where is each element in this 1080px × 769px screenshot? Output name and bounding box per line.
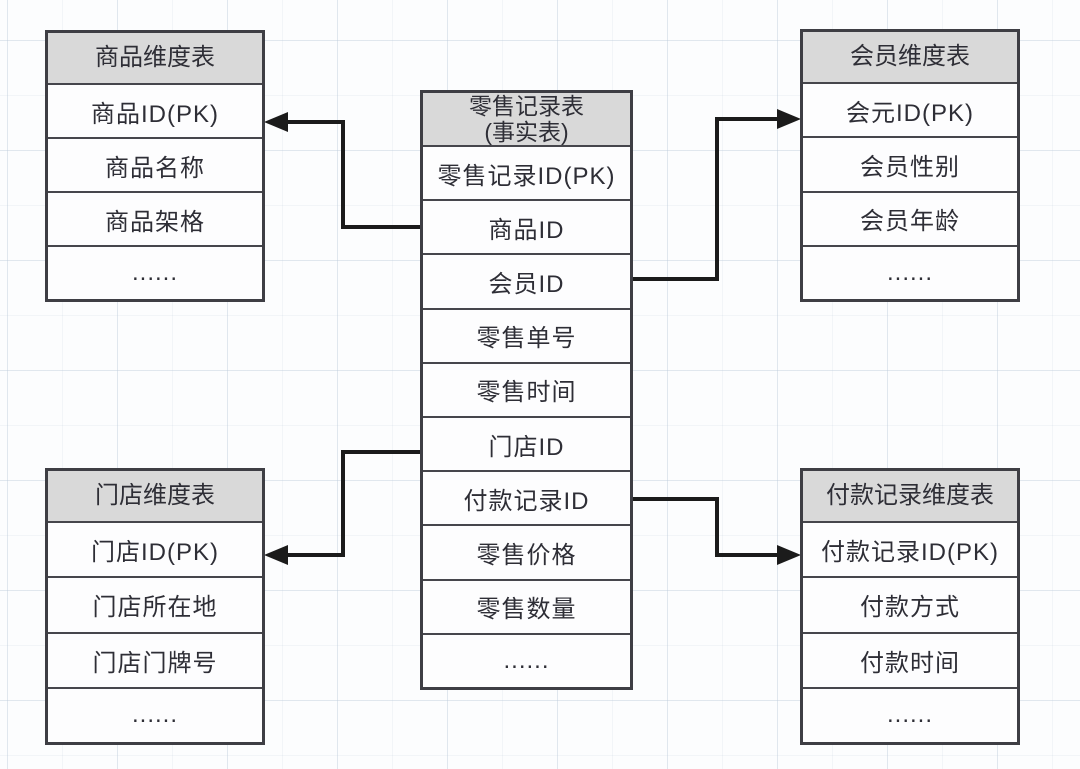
table-row: 商品名称 (48, 139, 262, 193)
table-row: 零售价格 (423, 526, 630, 581)
arrowhead-left-icon (264, 112, 288, 132)
table-row: ...... (886, 258, 933, 286)
arrowhead-right-icon (777, 545, 801, 565)
connector-member (633, 109, 801, 281)
connector-payment (633, 497, 801, 565)
table-row: 零售时间 (423, 364, 630, 419)
table-title: 门店维度表 (48, 471, 262, 523)
table-row: 商品架格 (48, 193, 262, 247)
table-title: 商品维度表 (48, 33, 262, 85)
table-rows: 会元ID(PK)会员性别会员年龄...... (803, 84, 1017, 299)
table-product-dimension: 商品维度表 商品ID(PK)商品名称商品架格...... (45, 30, 265, 302)
table-row: 商品ID(PK) (48, 85, 262, 139)
table-row: 付款记录ID (423, 472, 630, 527)
arrowhead-right-icon (777, 109, 801, 129)
table-row: 门店所在地 (48, 578, 262, 634)
table-row: 商品ID (423, 201, 630, 256)
table-row: 门店ID (423, 418, 630, 473)
table-rows: 付款记录ID(PK)付款方式付款时间...... (803, 523, 1017, 742)
table-row: 门店ID(PK) (48, 523, 262, 579)
table-row: 会员性别 (803, 138, 1017, 193)
table-row: ...... (503, 646, 550, 674)
table-row: ...... (886, 701, 933, 729)
table-row: 付款方式 (803, 578, 1017, 634)
connector-product (264, 112, 420, 229)
table-row: 付款时间 (803, 634, 1017, 689)
table-row: 会员年龄 (803, 193, 1017, 247)
table-rows: 门店ID(PK)门店所在地门店门牌号...... (48, 523, 262, 742)
connector-store (264, 450, 420, 565)
table-row: 会员ID (423, 255, 630, 310)
table-payment-dimension: 付款记录维度表 付款记录ID(PK)付款方式付款时间...... (800, 468, 1020, 745)
table-row: ...... (131, 259, 178, 286)
table-rows: 商品ID(PK)商品名称商品架格...... (48, 85, 262, 299)
table-row: ...... (131, 701, 178, 729)
table-title: 零售记录表 (事实表) (423, 93, 630, 147)
table-store-dimension: 门店维度表 门店ID(PK)门店所在地门店门牌号...... (45, 468, 265, 745)
table-row: 门店门牌号 (48, 634, 262, 689)
table-row: 会元ID(PK) (803, 84, 1017, 139)
table-title: 付款记录维度表 (803, 471, 1017, 523)
table-row: 零售记录ID(PK) (423, 147, 630, 202)
arrowhead-left-icon (264, 545, 288, 565)
table-row: 零售数量 (423, 581, 630, 635)
table-row: 付款记录ID(PK) (803, 523, 1017, 579)
table-title: 会员维度表 (803, 32, 1017, 84)
table-member-dimension: 会员维度表 会元ID(PK)会员性别会员年龄...... (800, 29, 1020, 302)
table-row: 零售单号 (423, 310, 630, 364)
